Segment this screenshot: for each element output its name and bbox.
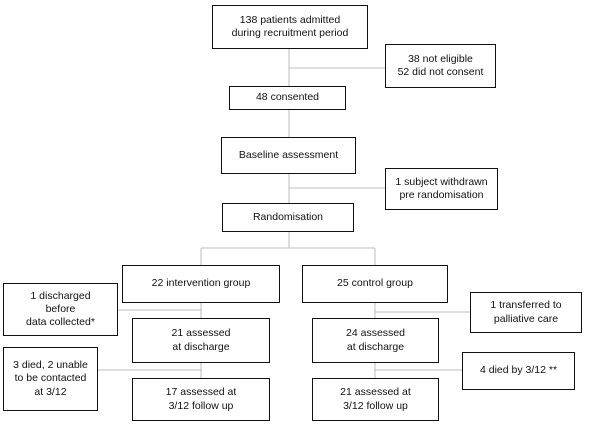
intervention-lost-before-followup-box: 3 died, 2 unable to be contacted at 3/12 bbox=[3, 347, 98, 411]
control-at-discharge-box: 24 assessed at discharge bbox=[312, 318, 439, 363]
intervention-at-followup-box: 17 assessed at 3/12 follow up bbox=[132, 378, 270, 421]
recruitment-box: 138 patients admitted during recruitment… bbox=[212, 5, 368, 49]
control-group-box: 25 control group bbox=[302, 265, 448, 303]
baseline-box: Baseline assessment bbox=[221, 137, 356, 174]
control-lost-before-followup-box: 4 died by 3/12 ** bbox=[462, 352, 575, 390]
intervention-group-box: 22 intervention group bbox=[122, 265, 280, 303]
intervention-lost-before-discharge-box: 1 discharged before data collected* bbox=[3, 283, 118, 336]
exclusions-box: 38 not eligible 52 did not consent bbox=[385, 44, 496, 88]
consented-box: 48 consented bbox=[229, 86, 346, 110]
control-at-followup-box: 21 assessed at 3/12 follow up bbox=[312, 378, 439, 421]
withdrawn-box: 1 subject withdrawn pre randomisation bbox=[385, 168, 498, 210]
intervention-at-discharge-box: 21 assessed at discharge bbox=[132, 318, 270, 363]
randomisation-box: Randomisation bbox=[222, 203, 354, 232]
control-lost-before-discharge-box: 1 transferred to palliative care bbox=[470, 292, 582, 333]
